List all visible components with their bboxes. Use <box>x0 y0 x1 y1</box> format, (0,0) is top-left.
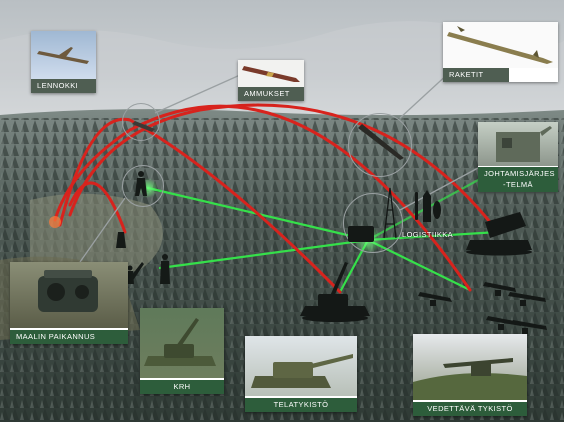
logistics-zoom-circle <box>343 193 403 253</box>
towed-howitzer-icon <box>413 358 527 400</box>
ammunition-card: AMMUKSET <box>238 60 304 101</box>
command-post-icon <box>496 126 552 162</box>
command-system-card: JOHTAMISJÄRJES -TELMÄ <box>478 122 558 192</box>
towed-artillery-photo <box>413 334 527 400</box>
shell-zoom-circle <box>122 103 160 141</box>
rocket-launcher-icon <box>466 212 532 256</box>
command-system-label: JOHTAMISJÄRJES -TELMÄ <box>478 167 558 192</box>
radio-tower-icon <box>383 187 397 239</box>
command-system-label-line1: JOHTAMISJÄRJES <box>484 169 555 178</box>
drone-photo <box>31 31 96 79</box>
rockets-photo <box>443 22 558 68</box>
k9-howitzer-icon <box>251 354 353 388</box>
self-propelled-artillery-photo <box>245 336 357 396</box>
mortar-vehicle-icon <box>144 318 216 366</box>
shell-icon <box>132 121 155 132</box>
mortar-photo <box>140 308 224 378</box>
artillery-shell-icon <box>242 66 300 82</box>
self-propelled-artillery-label: TELATYKISTÖ <box>245 398 357 412</box>
logistics-icons <box>348 187 441 242</box>
ammunition-photo <box>238 60 304 87</box>
towed-gun-icons <box>418 282 547 334</box>
thermal-sight-icon <box>38 270 98 312</box>
supply-truck-icon <box>348 226 374 242</box>
drone-card: LENNOKKI <box>31 31 96 93</box>
rocket-zoom-circle <box>348 113 412 177</box>
logistics-label: LOGISTIIKKA <box>402 230 454 239</box>
trajectory-towed <box>53 104 472 292</box>
towed-artillery-label: VEDETTÄVÄ TYKISTÖ <box>413 402 527 416</box>
mortar-label: KRH <box>140 380 224 394</box>
self-propelled-gun-icon <box>300 262 370 322</box>
missile-icon <box>447 26 553 64</box>
target-acquisition-label: MAALIN PAIKANNUS <box>10 330 128 344</box>
self-propelled-artillery-card: TELATYKISTÖ <box>245 336 357 412</box>
mortar-crew-icon <box>116 232 170 284</box>
command-system-label-line2: -TELMÄ <box>503 180 533 189</box>
rocket-icon <box>358 124 404 160</box>
target-acquisition-card: MAALIN PAIKANNUS <box>10 262 128 344</box>
network-link-krh <box>158 238 370 270</box>
command-system-photo <box>478 122 558 166</box>
towed-artillery-card: VEDETTÄVÄ TYKISTÖ <box>413 334 527 416</box>
rockets-label: RAKETIT <box>443 68 509 82</box>
ammunition-label: AMMUKSET <box>238 87 304 101</box>
mortar-card: KRH <box>140 308 224 394</box>
observer-zoom-circle <box>122 165 164 207</box>
target-impact-icon <box>49 216 61 228</box>
ammunition-icon <box>415 190 441 222</box>
observer-soldier-icon <box>135 171 147 196</box>
drone-icon <box>37 47 89 64</box>
target-acquisition-photo <box>10 262 128 328</box>
rockets-card: RAKETIT <box>443 22 558 82</box>
trajectory-krh <box>68 181 127 234</box>
drone-label: LENNOKKI <box>31 79 96 93</box>
